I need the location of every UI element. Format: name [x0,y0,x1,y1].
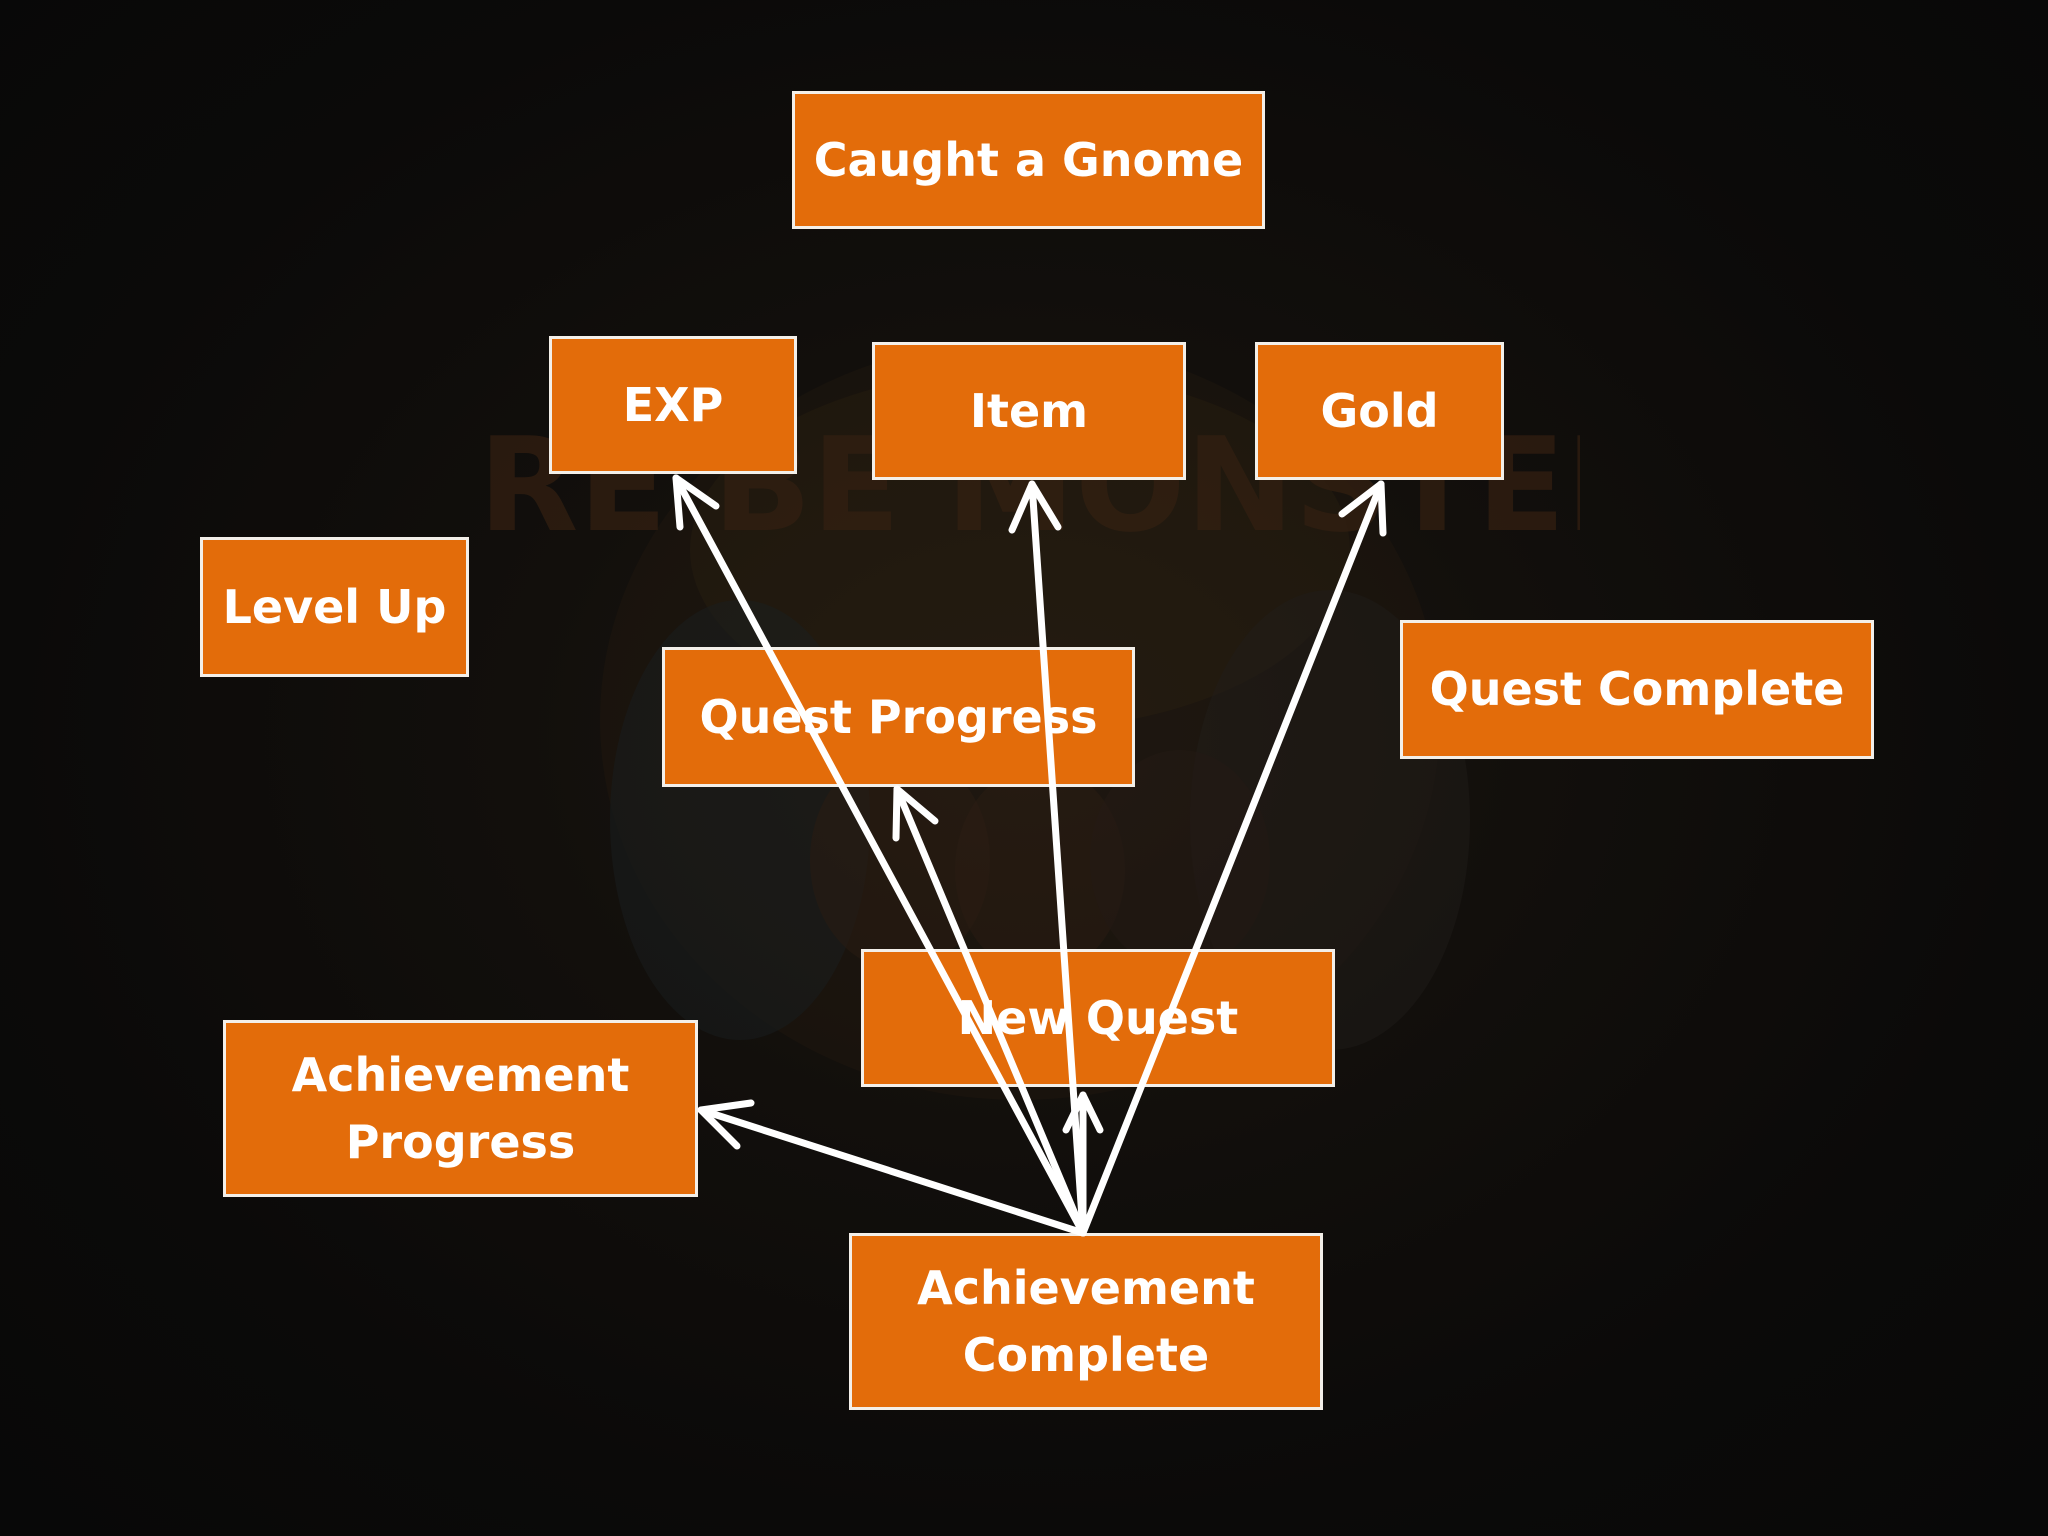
node-caught-a-gnome: Caught a Gnome [792,91,1265,229]
node-caught-a-gnome-label: Caught a Gnome [813,132,1244,187]
node-item-label: Item [969,383,1089,438]
node-achievement-progress: Achievement Progress [223,1020,698,1197]
node-exp: EXP [549,336,797,474]
node-level-up-label: Level Up [222,579,447,634]
node-achievement-complete: Achievement Complete [849,1233,1323,1410]
node-quest-progress: Quest Progress [662,647,1135,787]
node-new-quest-label: New Quest [957,990,1239,1045]
node-achievement-progress-label: Achievement Progress [291,1047,630,1169]
node-exp-label: EXP [622,377,724,432]
node-quest-complete: Quest Complete [1400,620,1874,759]
node-new-quest: New Quest [861,949,1335,1087]
node-achievement-complete-label: Achievement Complete [917,1260,1255,1382]
node-quest-complete-label: Quest Complete [1429,662,1845,717]
node-item: Item [872,342,1186,480]
node-level-up: Level Up [200,537,469,677]
node-quest-progress-label: Quest Progress [699,689,1098,744]
node-gold: Gold [1255,342,1504,480]
node-gold-label: Gold [1320,383,1439,438]
